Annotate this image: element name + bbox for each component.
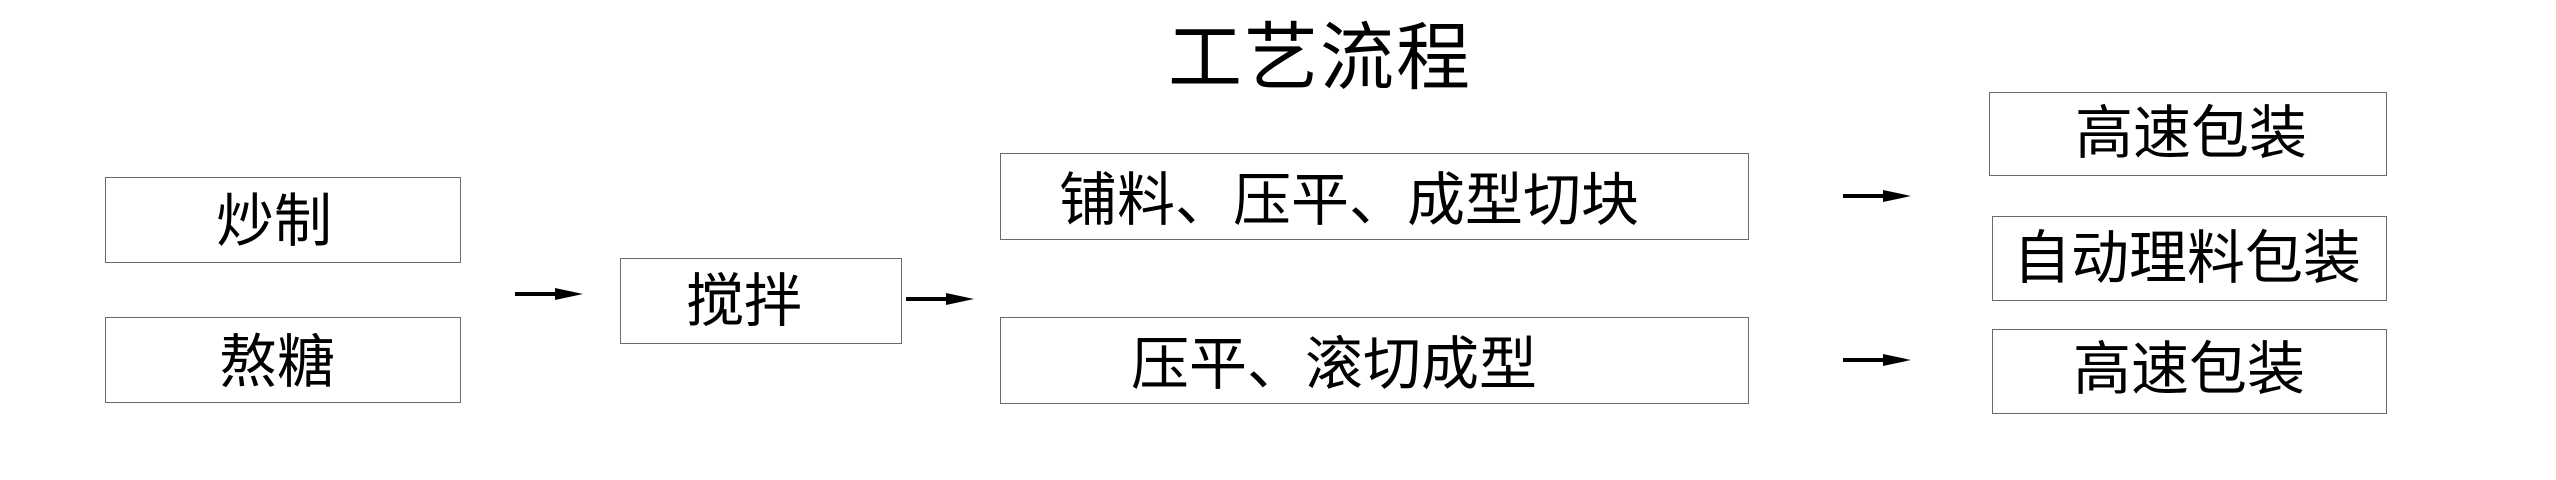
- step-label-spread-press-cut: 铺料、压平、成型切块: [1059, 166, 1640, 234]
- flow-arrow-to-packaging-lower: [1843, 354, 1911, 366]
- step-label-boil-sugar: 熬糖: [219, 328, 336, 396]
- step-box-press-roll-cut: [1000, 317, 1749, 404]
- step-box-roast: [105, 177, 461, 263]
- flow-arrow-to-packaging-upper: [1843, 190, 1911, 202]
- step-label-pack-high-speed-1: 高速包装: [2075, 99, 2308, 167]
- step-label-pack-high-speed-2: 高速包装: [2073, 335, 2306, 403]
- step-box-mix: [620, 258, 902, 344]
- step-label-mix: 搅拌: [686, 267, 803, 335]
- step-box-pack-high-speed-1: [1989, 92, 2387, 176]
- step-box-spread-press-cut: [1000, 153, 1749, 240]
- step-label-roast: 炒制: [216, 187, 333, 255]
- step-box-boil-sugar: [105, 317, 461, 403]
- diagram-title: 工艺流程: [1168, 15, 1472, 101]
- step-box-pack-high-speed-2: [1992, 329, 2387, 414]
- step-label-press-roll-cut: 压平、滚切成型: [1131, 330, 1538, 398]
- flow-arrow-to-forming: [906, 293, 974, 305]
- step-box-pack-auto-sort: [1992, 216, 2387, 301]
- flow-arrow-to-mix: [515, 288, 583, 300]
- step-label-pack-auto-sort: 自动理料包装: [2013, 224, 2362, 292]
